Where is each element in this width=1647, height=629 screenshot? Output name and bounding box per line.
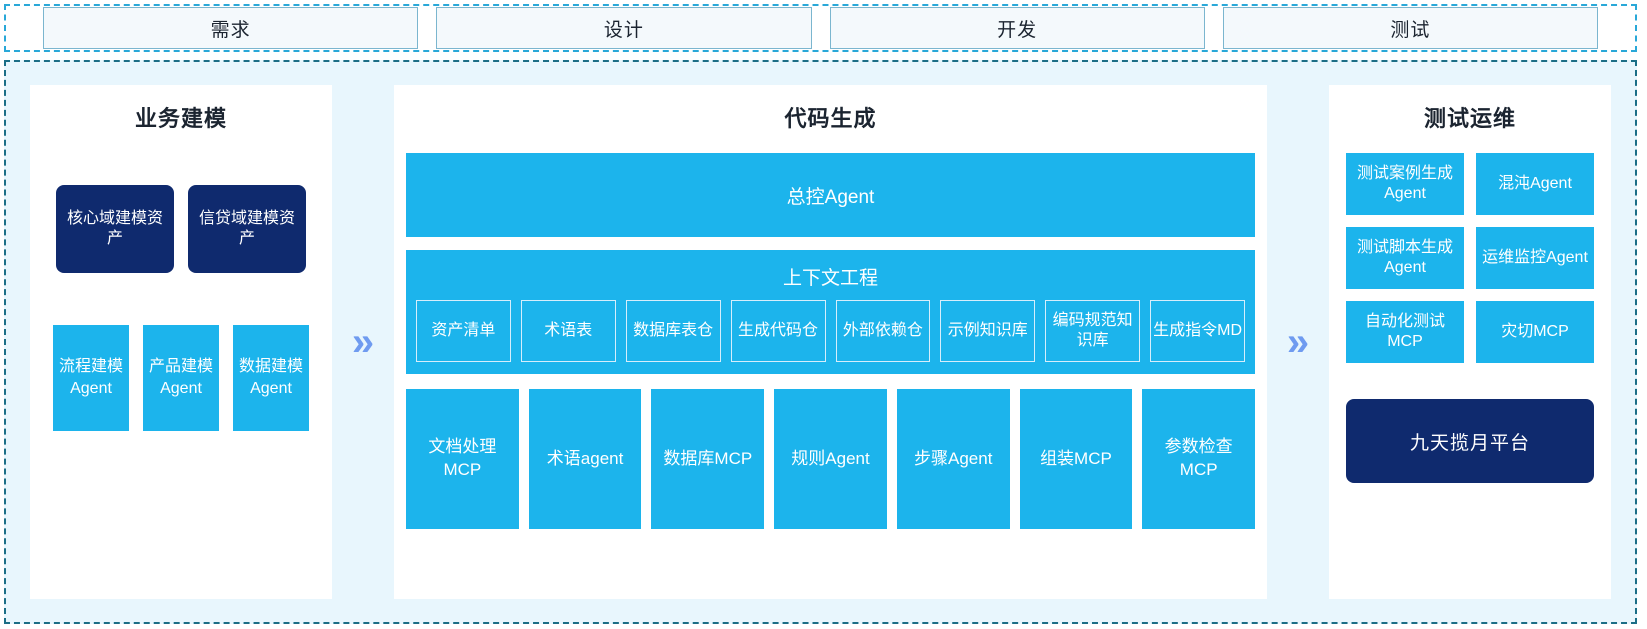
context-item-label: 外部依赖仓 <box>842 322 923 339</box>
agent-data-modeling[interactable]: 数据建模Agent <box>233 325 309 431</box>
context-item-db-table-repo[interactable]: 数据库表仓 <box>625 300 721 362</box>
agent-label: 产品建模Agent <box>148 358 213 397</box>
agent-label: 流程建模Agent <box>58 358 123 397</box>
test-case-generation-agent[interactable]: 测试案例生成Agent <box>1346 153 1464 215</box>
controller-label: 总控Agent <box>786 186 875 208</box>
agent-product-modeling[interactable]: 产品建模Agent <box>143 325 219 431</box>
platform-box[interactable]: 九天揽月平台 <box>1346 399 1594 483</box>
context-item-label: 编码规范知识库 <box>1052 312 1133 349</box>
item-label: 测试脚本生成Agent <box>1356 239 1453 276</box>
tool-label: 数据库MCP <box>663 448 753 468</box>
platform-label: 九天揽月平台 <box>1409 432 1530 454</box>
phase-box-development[interactable]: 开发 <box>829 7 1205 49</box>
tool-parameter-check-mcp[interactable]: 参数检查MCP <box>1142 389 1256 529</box>
phase-box-requirements[interactable]: 需求 <box>43 7 419 49</box>
context-item-label: 示例知识库 <box>947 322 1028 339</box>
agent-label: 数据建模Agent <box>238 358 303 397</box>
chevron-right-icon-right: » <box>1267 62 1329 622</box>
context-item-generated-code-repo[interactable]: 生成代码仓 <box>730 300 826 362</box>
asset-label: 信贷域建模资产 <box>198 210 295 247</box>
architecture-container: 业务建模 核心域建模资产 信贷域建模资产 流程建模Agent 产品建模Agent… <box>4 60 1637 624</box>
phase-label: 需求 <box>210 19 251 41</box>
tool-rule-agent[interactable]: 规则Agent <box>774 389 887 529</box>
disaster-switch-mcp[interactable]: 灾切MCP <box>1476 301 1594 363</box>
context-item-row: 资产清单 术语表 数据库表仓 生成代码仓 外部依赖仓 示例知识库 编码规范知识库… <box>416 300 1245 362</box>
item-label: 混沌Agent <box>1498 175 1572 192</box>
panel-business-modeling: 业务建模 核心域建模资产 信贷域建模资产 流程建模Agent 产品建模Agent… <box>30 85 332 599</box>
context-item-glossary[interactable]: 术语表 <box>520 300 616 362</box>
item-label: 测试案例生成Agent <box>1356 165 1453 202</box>
phase-box-design[interactable]: 设计 <box>436 7 812 49</box>
context-engineering-block: 上下文工程 资产清单 术语表 数据库表仓 生成代码仓 外部依赖仓 示例知识库 编… <box>406 250 1255 374</box>
panel-code-generation: 代码生成 总控Agent 上下文工程 资产清单 术语表 数据库表仓 生成代码仓 … <box>394 85 1267 599</box>
automated-testing-mcp[interactable]: 自动化测试MCP <box>1346 301 1464 363</box>
context-item-example-knowledge-base[interactable]: 示例知识库 <box>940 300 1036 362</box>
asset-core-domain[interactable]: 核心域建模资产 <box>56 185 174 273</box>
tool-label: 术语agent <box>546 448 624 468</box>
tool-label: 组装MCP <box>1040 448 1112 468</box>
phase-label: 设计 <box>603 19 644 41</box>
tool-label: 文档处理MCP <box>428 437 497 479</box>
business-asset-row: 核心域建模资产 信贷域建模资产 <box>42 185 320 273</box>
context-item-label: 资产清单 <box>431 322 496 339</box>
context-engineering-title: 上下文工程 <box>782 268 878 289</box>
panel-title: 测试运维 <box>1423 106 1516 131</box>
chevron-glyph: » <box>351 320 375 364</box>
tool-glossary-agent[interactable]: 术语agent <box>528 389 642 529</box>
test-ops-grid: 测试案例生成Agent 混沌Agent 测试脚本生成Agent 运维监控Agen… <box>1341 153 1599 363</box>
phase-label: 测试 <box>1390 19 1431 41</box>
tool-step-agent[interactable]: 步骤Agent <box>896 389 1010 529</box>
context-item-label: 生成指令MD <box>1153 322 1243 339</box>
agent-process-modeling[interactable]: 流程建模Agent <box>53 325 129 431</box>
ops-monitoring-agent[interactable]: 运维监控Agent <box>1476 227 1594 289</box>
tool-label: 规则Agent <box>791 448 870 468</box>
test-script-generation-agent[interactable]: 测试脚本生成Agent <box>1346 227 1464 289</box>
phase-label: 开发 <box>997 19 1038 41</box>
item-label: 灾切MCP <box>1501 323 1569 340</box>
chevron-glyph: » <box>1286 320 1310 364</box>
tool-assembly-mcp[interactable]: 组装MCP <box>1019 389 1133 529</box>
item-label: 自动化测试MCP <box>1364 313 1445 350</box>
context-item-label: 生成代码仓 <box>738 322 819 339</box>
panel-title: 代码生成 <box>784 106 877 131</box>
tool-document-processing-mcp[interactable]: 文档处理MCP <box>406 389 519 529</box>
tool-label: 参数检查MCP <box>1164 437 1233 479</box>
context-item-label: 数据库表仓 <box>633 322 714 339</box>
chevron-right-icon-left: » <box>332 62 394 622</box>
business-agent-row: 流程建模Agent 产品建模Agent 数据建模Agent <box>42 325 320 431</box>
asset-credit-domain[interactable]: 信贷域建模资产 <box>188 185 306 273</box>
asset-label: 核心域建模资产 <box>66 210 163 247</box>
tool-database-mcp[interactable]: 数据库MCP <box>651 389 765 529</box>
chaos-agent[interactable]: 混沌Agent <box>1476 153 1594 215</box>
item-label: 运维监控Agent <box>1482 249 1588 266</box>
phase-box-testing[interactable]: 测试 <box>1222 7 1598 49</box>
tool-label: 步骤Agent <box>914 448 993 468</box>
context-item-asset-list[interactable]: 资产清单 <box>416 300 511 362</box>
context-item-generation-instruction-md[interactable]: 生成指令MD <box>1150 300 1245 362</box>
tool-row: 文档处理MCP 术语agent 数据库MCP 规则Agent 步骤Agent 组… <box>406 389 1256 529</box>
context-item-coding-standard-knowledge-base[interactable]: 编码规范知识库 <box>1045 300 1141 362</box>
context-item-label: 术语表 <box>544 322 593 339</box>
panel-title: 业务建模 <box>134 106 227 131</box>
context-item-external-dependency-repo[interactable]: 外部依赖仓 <box>835 300 931 362</box>
phase-strip: 需求 设计 开发 测试 <box>4 4 1637 52</box>
controller-agent-bar[interactable]: 总控Agent <box>406 153 1255 237</box>
panel-test-operations: 测试运维 测试案例生成Agent 混沌Agent 测试脚本生成Agent 运维监… <box>1329 85 1611 599</box>
